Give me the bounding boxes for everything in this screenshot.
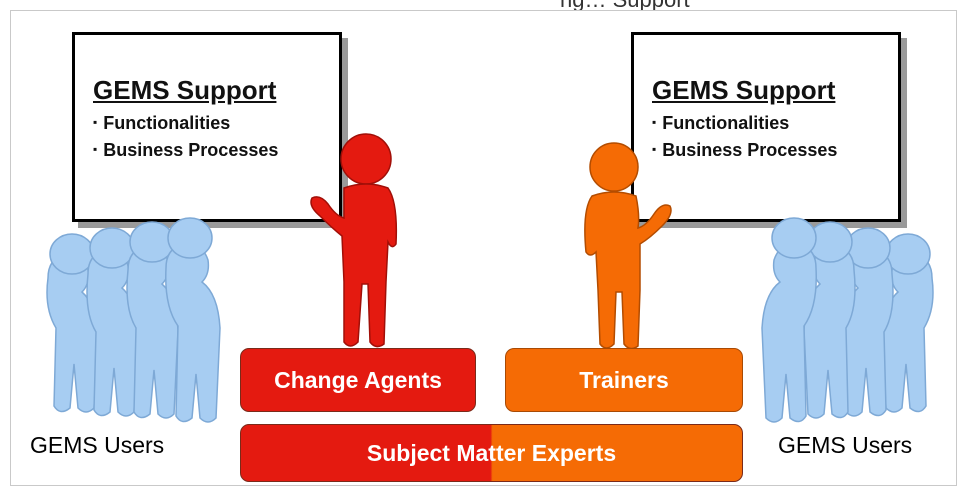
subject-matter-experts-box: Subject Matter Experts: [240, 424, 743, 482]
right-board-list: Functionalities Business Processes: [652, 111, 837, 165]
right-whiteboard: GEMS Support Functionalities Business Pr…: [631, 32, 901, 222]
left-board-title: GEMS Support: [93, 75, 277, 105]
right-users-icon: [761, 217, 934, 423]
right-board-item: Business Processes: [652, 138, 837, 165]
right-board-item: Functionalities: [652, 111, 837, 138]
left-board-item: Business Processes: [93, 138, 278, 165]
orange-presenter-figure: [584, 142, 672, 350]
red-presenter-figure: [310, 133, 398, 348]
left-whiteboard: GEMS Support Functionalities Business Pr…: [72, 32, 342, 222]
right-board-title: GEMS Support: [652, 75, 836, 105]
subject-matter-experts-label: Subject Matter Experts: [366, 439, 617, 466]
clipped-heading: ng… Support: [560, 0, 690, 13]
left-board-item: Functionalities: [93, 111, 278, 138]
left-users-label: GEMS Users: [30, 432, 165, 458]
change-agents-box: Change Agents: [240, 348, 476, 412]
top-strip: ng… Support: [0, 0, 969, 13]
trainers-box: Trainers: [505, 348, 743, 412]
trainers-label: Trainers: [579, 366, 669, 393]
change-agents-label: Change Agents: [274, 366, 442, 393]
left-users-icon: [46, 217, 221, 423]
right-users-label: GEMS Users: [778, 432, 913, 458]
left-board-list: Functionalities Business Processes: [93, 111, 278, 165]
